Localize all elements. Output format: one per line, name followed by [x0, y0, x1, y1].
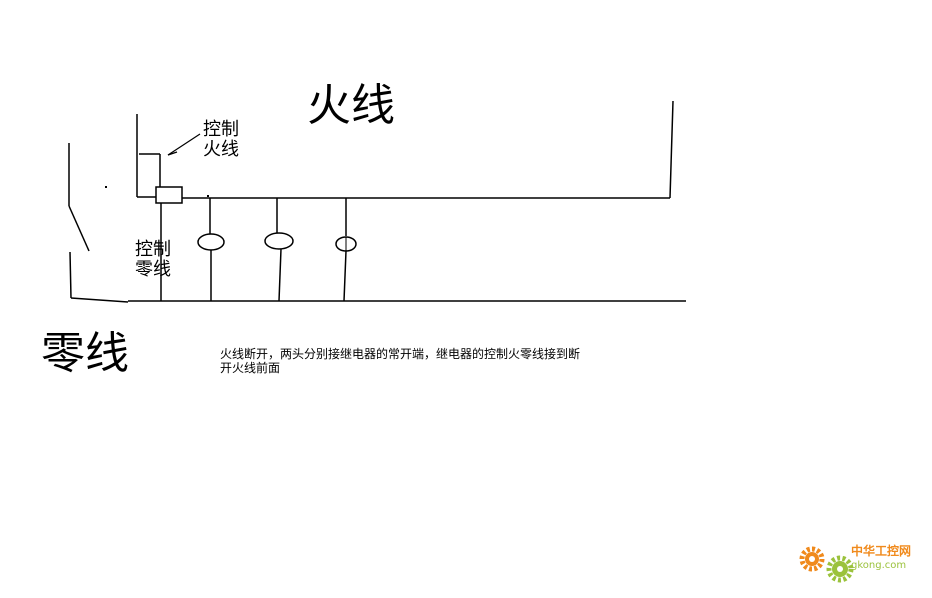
- neutral-wire-label: 零线: [41, 328, 129, 379]
- annotation-arrow-head: [167, 151, 178, 156]
- live-wire-label: 火线: [307, 80, 395, 131]
- switch-bottom-link: [70, 297, 129, 303]
- stray-dot: [105, 186, 107, 188]
- live-wire-right-vertical: [669, 100, 674, 199]
- watermark-url: gkong.com: [851, 560, 907, 571]
- control-live-label-line2: 火线: [203, 139, 239, 160]
- stray-dot: [207, 195, 209, 197]
- lamp-3-bottom-lead: [343, 250, 347, 302]
- control-neutral-label-line2: 零线: [135, 259, 171, 280]
- control-neutral-label-line1: 控制: [135, 239, 171, 260]
- note-text-line2: 开火线前面: [220, 361, 281, 375]
- watermark-name: 中华工控网: [851, 544, 912, 558]
- lamp-1: [197, 233, 225, 251]
- lamp-2-bottom-lead: [278, 248, 282, 302]
- note-text-line1: 火线断开，两头分别接继电器的常开端，继电器的控制火零线接到断: [220, 347, 581, 361]
- switch-lower-lead: [69, 251, 72, 299]
- control-live-label-line1: 控制: [203, 119, 239, 140]
- gkong-watermark-logo: [799, 546, 854, 583]
- lamp-2: [264, 232, 294, 250]
- annotation-arrow: [167, 133, 201, 156]
- relay-box: [155, 186, 183, 204]
- orange-gear-icon: [799, 546, 825, 572]
- green-gear-icon: [826, 555, 854, 583]
- switch-blade: [68, 205, 90, 252]
